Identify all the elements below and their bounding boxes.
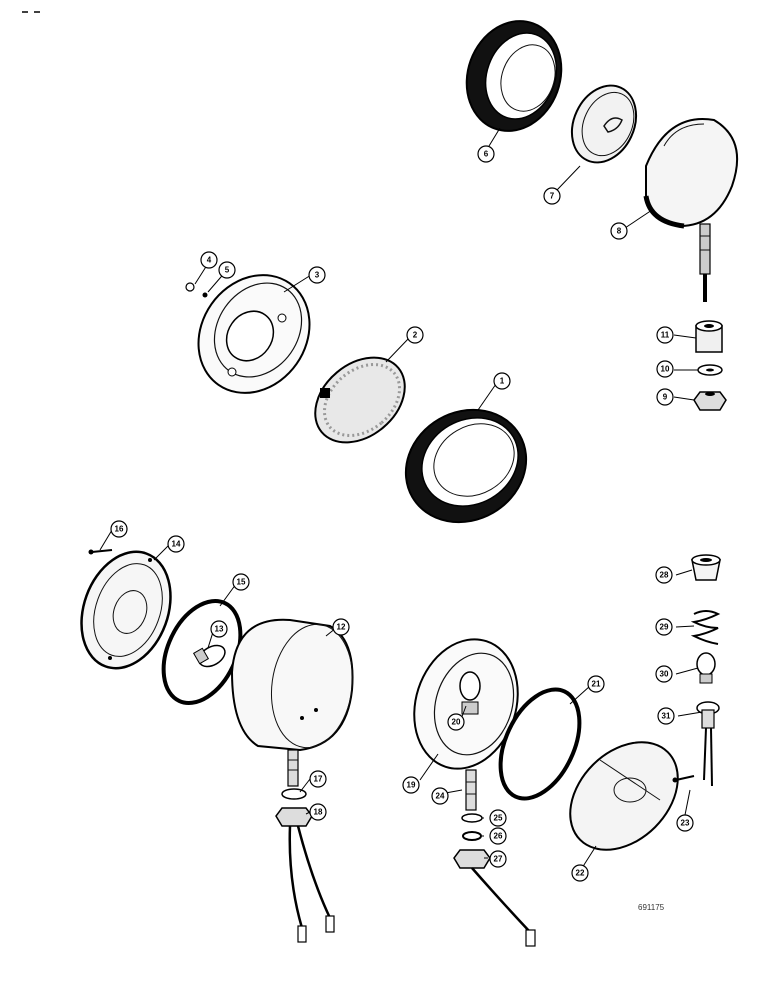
- callout-11: 11: [656, 326, 674, 344]
- callout-4: 4: [200, 251, 218, 269]
- part-14-lens-cover: [80, 550, 172, 670]
- part-11-sleeve: [695, 320, 723, 353]
- part-8-cone-housing: [643, 118, 739, 302]
- part-25-washer: [461, 813, 483, 823]
- callout-28: 28: [655, 566, 673, 584]
- callout-label: 30: [660, 670, 669, 679]
- part-5-washer: [202, 292, 208, 298]
- callout-label: 29: [660, 623, 669, 632]
- part-20-bulb: [459, 671, 481, 715]
- callout-7: 7: [543, 187, 561, 205]
- callout-label: 25: [494, 814, 503, 823]
- callout-label: 24: [436, 792, 445, 801]
- part-2-lens: [314, 356, 406, 444]
- callout-21: 21: [587, 675, 605, 693]
- part-9-nut: [693, 391, 727, 411]
- callout-label: 2: [413, 331, 418, 340]
- callout-label: 16: [115, 525, 124, 534]
- callout-label: 7: [550, 192, 555, 201]
- callout-label: 17: [314, 775, 323, 784]
- part-31-socket-assembly: [696, 701, 720, 787]
- callout-5: 5: [218, 261, 236, 279]
- callout-26: 26: [489, 827, 507, 845]
- part-27-nut: [453, 849, 491, 869]
- part-13-bulb: [192, 644, 226, 668]
- callout-12: 12: [332, 618, 350, 636]
- callout-label: 1: [500, 377, 505, 386]
- callout-8: 8: [610, 222, 628, 240]
- callout-label: 22: [576, 869, 585, 878]
- part-7-lens: [570, 84, 638, 164]
- callout-label: 13: [215, 625, 224, 634]
- callout-6: 6: [477, 145, 495, 163]
- part-18-nut: [275, 807, 313, 827]
- callout-label: 5: [225, 266, 230, 275]
- part-10-washer: [697, 364, 723, 376]
- callout-label: 15: [237, 578, 246, 587]
- part-23-screw: [672, 775, 695, 783]
- callout-10: 10: [656, 360, 674, 378]
- callout-23: 23: [676, 814, 694, 832]
- callout-label: 28: [660, 571, 669, 580]
- callout-label: 8: [617, 227, 622, 236]
- callout-29: 29: [655, 618, 673, 636]
- callout-label: 4: [207, 256, 212, 265]
- part-30-bulb: [696, 652, 716, 684]
- callout-9: 9: [656, 388, 674, 406]
- part-3-housing-cup: [197, 274, 311, 394]
- callout-19: 19: [402, 776, 420, 794]
- wire-lead: [288, 825, 335, 943]
- callout-14: 14: [167, 535, 185, 553]
- part-28-socket: [691, 554, 721, 581]
- callout-31: 31: [657, 707, 675, 725]
- part-17-washer: [281, 788, 307, 800]
- part-29-spring: [690, 610, 721, 645]
- callout-27: 27: [489, 850, 507, 868]
- part-22-lens-cover: [569, 741, 679, 851]
- part-4-screw: [185, 282, 195, 292]
- callout-label: 9: [663, 393, 668, 402]
- part-16-screw: [88, 549, 113, 555]
- callout-label: 26: [494, 832, 503, 841]
- callout-13: 13: [210, 620, 228, 638]
- callout-20: 20: [447, 713, 465, 731]
- callout-label: 21: [592, 680, 601, 689]
- part-1-bezel-ring: [404, 408, 528, 524]
- callout-label: 23: [681, 819, 690, 828]
- part-6-bezel-ring: [465, 20, 563, 132]
- callout-label: 11: [661, 331, 670, 340]
- callout-label: 3: [315, 271, 320, 280]
- callout-18: 18: [309, 803, 327, 821]
- callout-25: 25: [489, 809, 507, 827]
- callout-16: 16: [110, 520, 128, 538]
- callout-22: 22: [571, 864, 589, 882]
- callout-label: 19: [407, 781, 416, 790]
- callout-label: 18: [314, 808, 323, 817]
- callout-15: 15: [232, 573, 250, 591]
- callout-1: 1: [493, 372, 511, 390]
- callout-3: 3: [308, 266, 326, 284]
- callout-2: 2: [406, 326, 424, 344]
- callout-label: 6: [484, 150, 489, 159]
- callout-label: 31: [662, 712, 671, 721]
- part-21-gasket: [498, 687, 582, 801]
- callout-label: 12: [337, 623, 346, 632]
- drawing-reference: 691175: [638, 903, 665, 912]
- callout-17: 17: [309, 770, 327, 788]
- callout-label: 10: [661, 365, 670, 374]
- callout-label: 14: [172, 540, 181, 549]
- callout-label: 20: [452, 718, 461, 727]
- part-26-washer: [462, 831, 482, 841]
- wire-lead-right: [471, 867, 536, 947]
- callout-24: 24: [431, 787, 449, 805]
- part-12-housing: [230, 618, 354, 787]
- callout-label: 27: [494, 855, 503, 864]
- callout-30: 30: [655, 665, 673, 683]
